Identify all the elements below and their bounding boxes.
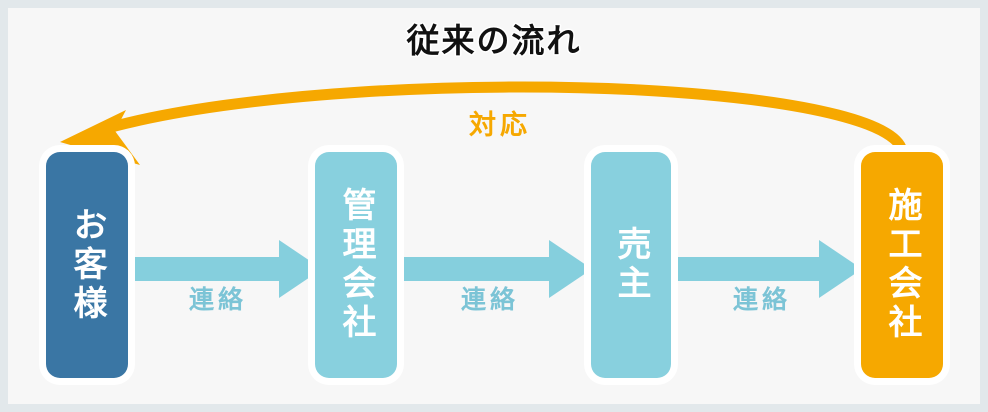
node-contractor: 施工会社 [861,152,943,378]
page-title: 従来の流れ [406,21,582,60]
node-customer-label: お客様 [67,206,107,324]
flow-arrow-customer-to-management [132,240,322,298]
flow-arrow-management-to-seller [402,240,592,298]
diagram-panel [8,8,980,404]
node-seller-label: 売主 [611,226,651,304]
node-management: 管理会社 [315,152,397,378]
node-customer: お客様 [46,152,128,378]
return-arrow-label: 対応 [469,110,531,141]
node-contractor-label: 施工会社 [882,187,922,343]
flow-arrow-label-management-to-seller: 連絡 [460,285,519,314]
flow-arrow-label-customer-to-management: 連絡 [188,285,247,314]
node-seller: 売主 [591,152,671,378]
flow-arrow-label-seller-to-contractor: 連絡 [732,285,791,314]
flow-arrow-seller-to-contractor [676,240,862,298]
node-management-label: 管理会社 [336,187,376,343]
